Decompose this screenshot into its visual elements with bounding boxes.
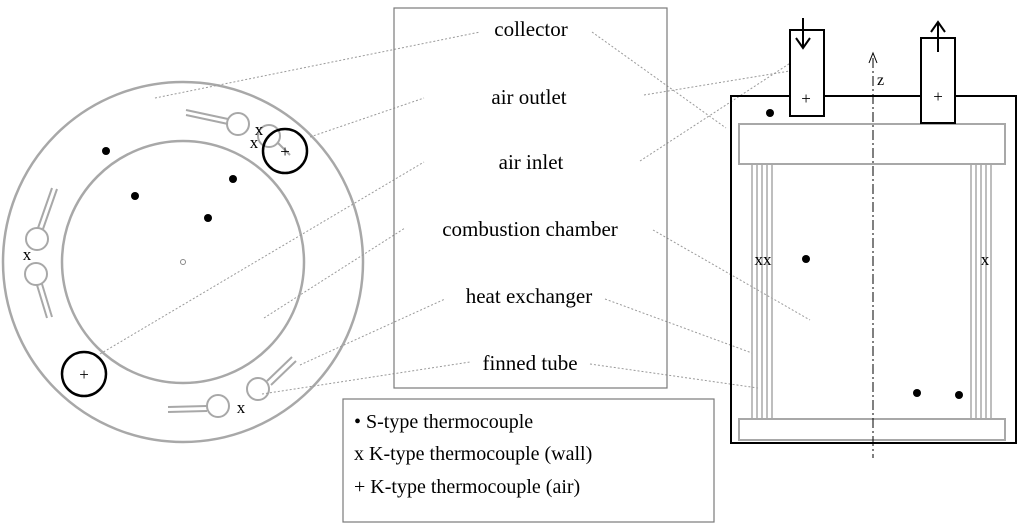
outer-casing-circle [1, 80, 365, 444]
label-combustion-chamber: combustion chamber [442, 217, 618, 241]
inlet-flow-arrow-icon [795, 18, 811, 50]
k-wall-marker: x [237, 398, 246, 417]
s-type-dots-top-view [102, 147, 237, 222]
collector-plate [738, 123, 1006, 165]
k-wall-marker: xx [755, 250, 773, 269]
air-inlet-port-top [60, 350, 108, 398]
k-air-marker: + [933, 87, 943, 106]
finned-tube-left [24, 187, 58, 319]
air-inlet-pipe [789, 29, 825, 117]
leader-lines [99, 31, 819, 395]
label-collector: collector [494, 17, 567, 41]
s-type-dots-side-view [766, 109, 963, 399]
k-wall-marker: x [255, 120, 264, 139]
z-axis: z [868, 51, 884, 458]
finned-tubes-left-side [751, 164, 773, 419]
label-air-inlet: air inlet [499, 150, 564, 174]
k-air-marker: + [280, 142, 290, 161]
labels-frame [393, 7, 668, 389]
bottom-plate [738, 418, 1006, 441]
finned-tubes-right-side [970, 164, 992, 419]
k-air-marker: + [801, 89, 811, 108]
finned-tube-bottom [167, 356, 297, 418]
air-outlet-port-top [261, 127, 309, 175]
center-point [180, 259, 186, 265]
k-wall-marker: x [981, 250, 990, 269]
air-outlet-pipe [920, 37, 956, 124]
k-wall-marker: x [23, 245, 32, 264]
combustion-chamber-circle [60, 139, 306, 385]
label-heat-exchanger: heat exchanger [466, 284, 593, 308]
k-wall-marker: x [250, 133, 259, 152]
label-air-outlet: air outlet [491, 85, 566, 109]
legend-box [342, 398, 715, 523]
z-axis-label: z [877, 72, 884, 89]
side-view: + + z xx x [730, 18, 1017, 458]
outlet-flow-arrow-icon [930, 20, 946, 52]
legend-k-type-wall: x K-type thermocouple (wall) [354, 443, 592, 465]
legend-s-type: • S-type thermocouple [354, 411, 533, 433]
legend-k-type-air: + K-type thermocouple (air) [354, 476, 580, 498]
k-air-marker: + [79, 365, 89, 384]
top-view: x x x x + + [1, 80, 365, 444]
label-finned-tube: finned tube [482, 351, 577, 375]
